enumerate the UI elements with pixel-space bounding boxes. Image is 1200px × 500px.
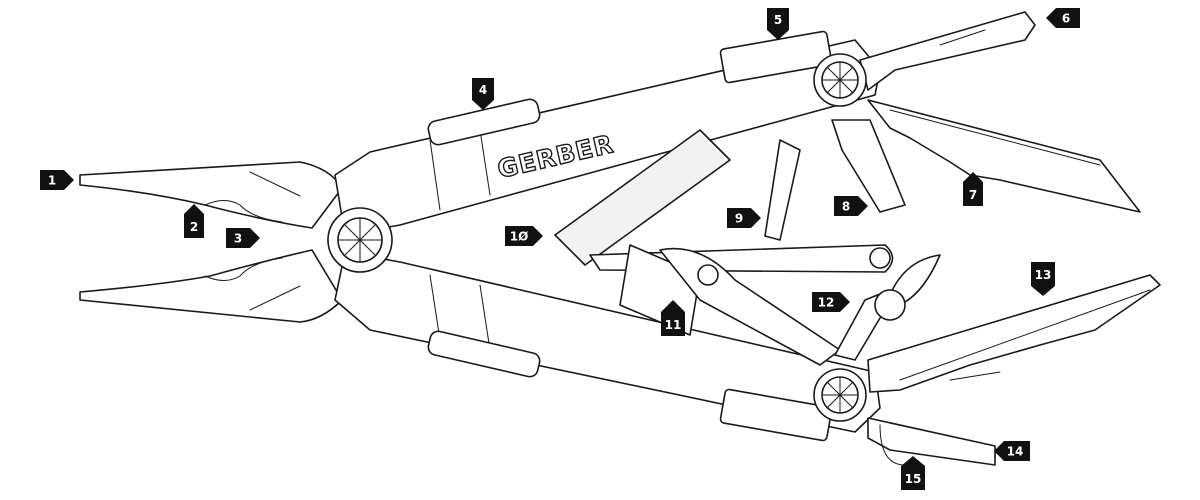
- callout-14[interactable]: 14: [994, 441, 1030, 461]
- callout-11[interactable]: 11: [661, 300, 685, 336]
- center-tools: [554, 119, 941, 366]
- callout-15[interactable]: 15: [901, 456, 925, 490]
- callout-4[interactable]: 4: [472, 78, 494, 110]
- svg-text:15: 15: [905, 472, 922, 486]
- svg-text:3: 3: [234, 232, 242, 246]
- serrated-blade-bottom: [867, 274, 1161, 393]
- upper-handle: GERBER: [334, 30, 881, 236]
- serrated-blade-top: [867, 99, 1141, 213]
- callout-5[interactable]: 5: [767, 8, 789, 40]
- svg-text:1Ø: 1Ø: [510, 230, 529, 244]
- upper-right-pivot: [813, 53, 867, 107]
- svg-text:13: 13: [1035, 268, 1052, 282]
- svg-text:14: 14: [1007, 445, 1024, 459]
- lower-right-pivot: [813, 368, 867, 422]
- svg-text:1: 1: [48, 174, 56, 188]
- callout-8[interactable]: 8: [834, 196, 868, 216]
- left-pivot: [327, 207, 393, 273]
- callout-10[interactable]: 1Ø: [505, 226, 543, 246]
- svg-text:5: 5: [774, 13, 782, 27]
- plier-jaws: [79, 161, 343, 323]
- callout-12[interactable]: 12: [812, 292, 850, 312]
- callout-2[interactable]: 2: [184, 204, 204, 238]
- callout-7[interactable]: 7: [963, 172, 983, 206]
- svg-text:8: 8: [842, 200, 850, 214]
- svg-text:9: 9: [735, 212, 743, 226]
- svg-text:4: 4: [479, 83, 487, 97]
- lower-hook: [867, 417, 996, 466]
- svg-text:2: 2: [190, 220, 198, 234]
- svg-text:12: 12: [818, 296, 835, 310]
- callout-13[interactable]: 13: [1031, 262, 1055, 296]
- lower-handle: [334, 251, 881, 442]
- callout-9[interactable]: 9: [727, 208, 761, 228]
- callout-1[interactable]: 1: [40, 170, 74, 190]
- svg-text:6: 6: [1062, 12, 1070, 26]
- svg-text:7: 7: [969, 188, 977, 202]
- callout-3[interactable]: 3: [226, 228, 260, 248]
- svg-text:11: 11: [665, 318, 682, 332]
- needle-nose-jaw: [859, 11, 1036, 91]
- callout-6[interactable]: 6: [1046, 8, 1080, 28]
